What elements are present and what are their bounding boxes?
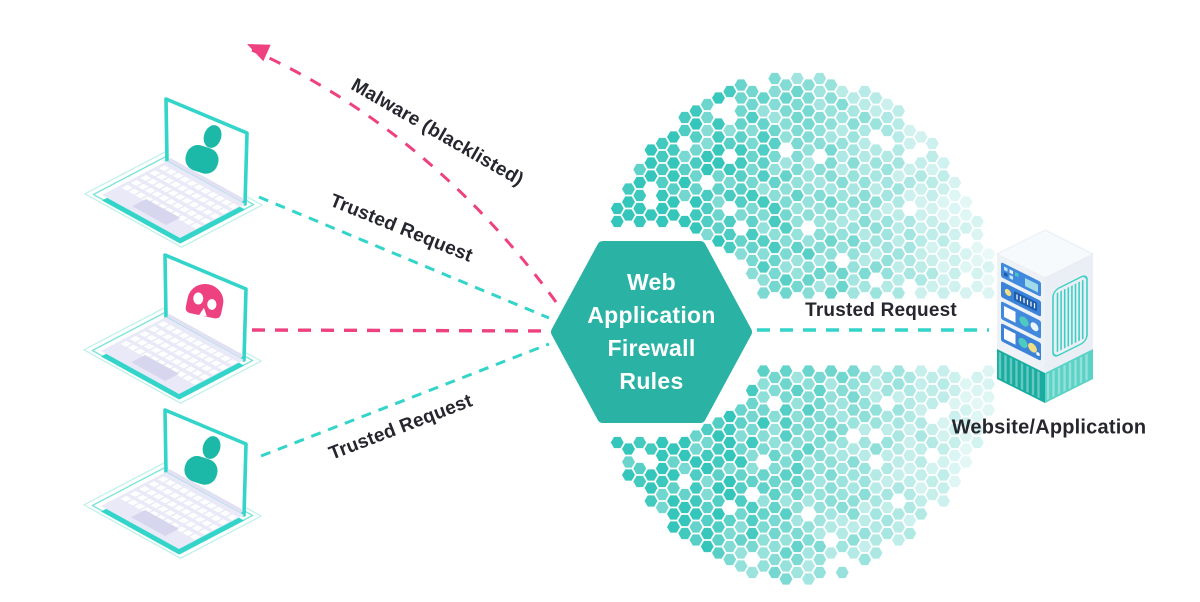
trusted-request-line-top <box>258 195 550 320</box>
waf-line: Rules <box>619 368 684 394</box>
laptop-icon <box>81 253 264 406</box>
malware-request-line <box>251 328 551 333</box>
waf-hexagon-label: Web Application Firewall Rules <box>552 243 751 421</box>
trusted-request-label-right: Trusted Request <box>805 300 957 321</box>
malware-deflect-curve <box>251 48 558 303</box>
laptop-icon <box>81 408 264 561</box>
waf-hexagon-shape <box>551 241 752 423</box>
server-label: Website/Application <box>951 416 1147 439</box>
laptop-trusted-top <box>82 97 265 250</box>
waf-line: Application <box>587 302 716 328</box>
server-icon <box>995 229 1095 403</box>
waf-line: Firewall <box>607 335 696 361</box>
laptop-malware <box>81 253 264 406</box>
server-vent <box>1052 275 1088 357</box>
skull-icon <box>185 284 224 319</box>
laptop-trusted-bottom <box>81 408 264 561</box>
waf-line: Web <box>626 269 677 295</box>
hex-globe-pattern <box>610 72 995 585</box>
laptop-icon <box>82 97 265 250</box>
arrow-icon <box>247 44 271 62</box>
connection-lines <box>247 44 989 458</box>
trusted-request-line-bottom <box>260 342 550 458</box>
server-panels <box>1001 262 1041 361</box>
